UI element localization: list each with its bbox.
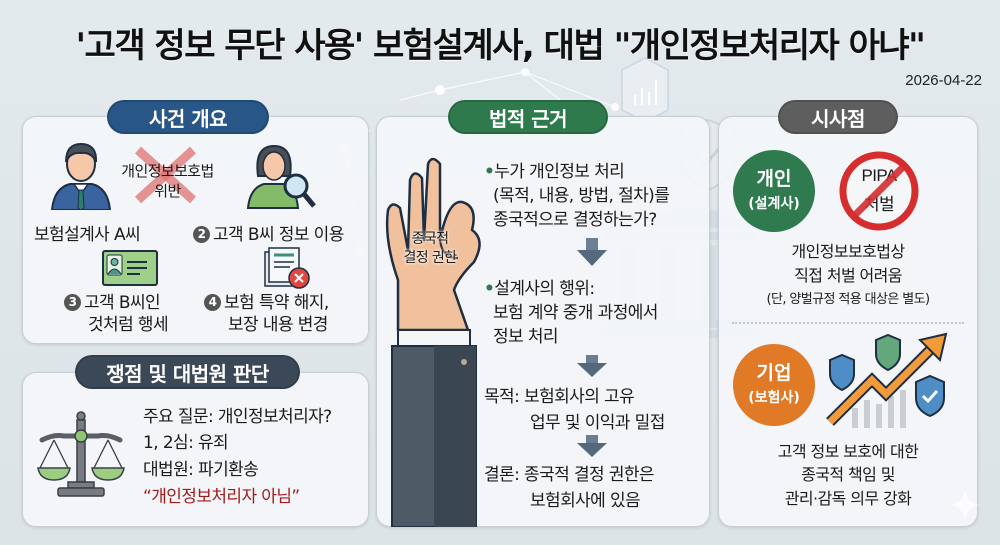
individual-line1: 개인정보보호법상 [791, 242, 906, 261]
ruling-conclusion: “개인정보처리자 아님” [143, 487, 300, 507]
individual-line3: (단, 양벌규정 적용 대상은 별도) [766, 292, 931, 307]
company-line1: 고객 정보 보호에 대한 [777, 442, 919, 461]
implications-heading: 시사점 [778, 100, 898, 134]
arrow-down-icon [577, 435, 607, 457]
arrow-down-icon [577, 355, 607, 377]
ruling-lower-courts: 1, 2심: 유죄 [143, 433, 229, 453]
step2-number: 2 [193, 226, 210, 243]
page-title: '고객 정보 무단 사용' 보험설계사, 대법 "개인정보처리자 아냐" [75, 26, 926, 66]
ok-hand-icon [385, 157, 481, 527]
violation-label-line2: 위반 [154, 182, 181, 200]
individual-line2: 직접 처벌 어려움 [794, 266, 902, 285]
conclusion-text: 결론: 종국적 결정 권한은 보험회사에 있음 [484, 465, 655, 511]
section-divider [732, 322, 964, 324]
violation-x-icon [134, 146, 197, 204]
customer-search-icon [246, 144, 316, 209]
company-line3: 관리·감독 의무 강화 [784, 489, 912, 508]
step4-number: 4 [204, 294, 221, 311]
ruling-heading: 쟁점 및 대법원 판단 [75, 355, 300, 389]
bullet-dot: • [484, 162, 495, 182]
agent-action-bullet: •설계사의 행위: 보험 계약 중개 과정에서 정보 처리 [484, 279, 658, 347]
id-card-icon [102, 250, 158, 286]
sparkle-icon [950, 490, 980, 520]
growth-shields-icon [826, 332, 948, 428]
case-overview-heading: 사건 개요 [107, 100, 269, 134]
hand-label-line1: 종국적 [411, 231, 449, 247]
legal-question-bullet: •누가 개인정보 처리 (목적, 내용, 방법, 절차)를 종국적으로 결정하는… [484, 162, 670, 230]
legal-basis-heading: 법적 근거 [448, 100, 608, 134]
document-cancel-icon [264, 247, 310, 289]
insurance-agent-icon [50, 142, 112, 210]
step3-number: 3 [64, 294, 81, 311]
individual-badge: 개인 (설계사) [733, 150, 815, 232]
bullet-dot: • [484, 279, 495, 299]
actor-label: 보험설계사 A씨 [34, 225, 141, 245]
publish-date: 2026-04-22 [905, 72, 982, 89]
company-line2: 종국적 책임 및 [801, 465, 895, 484]
no-sign-slash [851, 163, 907, 219]
arrow-down-icon [577, 238, 607, 266]
scales-of-justice-icon [37, 411, 125, 497]
company-badge: 기업 (보험사) [733, 344, 815, 426]
ruling-supreme-court: 대법원: 파기환송 [143, 460, 259, 480]
hand-label-line2: 결정 권한 [403, 250, 458, 266]
ruling-question: 주요 질문: 개인정보처리자? [143, 407, 332, 427]
violation-label-line1: 개인정보보호법 [121, 162, 214, 180]
purpose-text: 목적: 보험회사의 고유 업무 및 이익과 밀접 [484, 387, 665, 433]
